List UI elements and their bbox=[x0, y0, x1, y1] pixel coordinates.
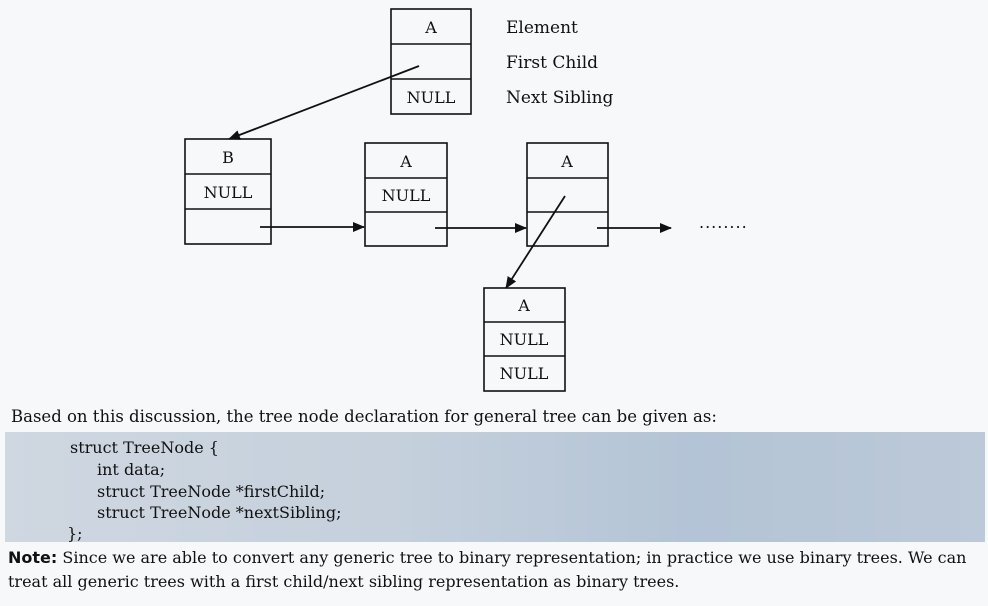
code-line-4: struct TreeNode *nextSibling; bbox=[97, 503, 342, 522]
legend: Element First Child Next Sibling bbox=[506, 18, 614, 108]
legend-element: Element bbox=[506, 18, 578, 38]
node-child-a: A NULL NULL bbox=[483, 287, 566, 392]
child-element-label: A bbox=[517, 296, 530, 315]
node-a2-element-label: A bbox=[560, 152, 573, 171]
root-next-sibling-label: NULL bbox=[407, 88, 456, 107]
child-first-child-label: NULL bbox=[500, 330, 549, 349]
code-line-1: struct TreeNode { bbox=[70, 438, 219, 457]
child-next-sibling-label: NULL bbox=[500, 364, 549, 383]
code-block: struct TreeNode { int data; struct TreeN… bbox=[5, 432, 985, 543]
root-node: A NULL bbox=[390, 8, 472, 115]
node-a1-element-label: A bbox=[399, 152, 412, 171]
note-paragraph: Note: Since we are able to convert any g… bbox=[8, 546, 983, 594]
note-label: Note: bbox=[8, 548, 58, 567]
tree-diagram: A NULL Element First Child Next Sibling … bbox=[184, 8, 748, 392]
node-a-sibling-2: A bbox=[526, 142, 609, 247]
node-b: B NULL bbox=[184, 138, 272, 245]
node-b-element-label: B bbox=[222, 148, 234, 167]
continuation-dots: ........ bbox=[699, 213, 748, 232]
root-first-child-arrow bbox=[228, 65, 420, 140]
root-element-label: A bbox=[424, 18, 437, 37]
intro-paragraph: Based on this discussion, the tree node … bbox=[11, 407, 717, 426]
first-child-arrow-a2 bbox=[505, 195, 566, 289]
note-body: Since we are able to convert any generic… bbox=[8, 548, 967, 591]
node-a-sibling-1: A NULL bbox=[364, 142, 448, 247]
legend-first-child: First Child bbox=[506, 53, 598, 73]
code-line-5: }; bbox=[67, 524, 83, 543]
code-line-3: struct TreeNode *firstChild; bbox=[97, 482, 326, 501]
node-a1-first-child-label: NULL bbox=[382, 186, 431, 205]
node-b-first-child-label: NULL bbox=[204, 183, 253, 202]
legend-next-sibling: Next Sibling bbox=[506, 88, 614, 108]
code-line-2: int data; bbox=[97, 460, 166, 479]
